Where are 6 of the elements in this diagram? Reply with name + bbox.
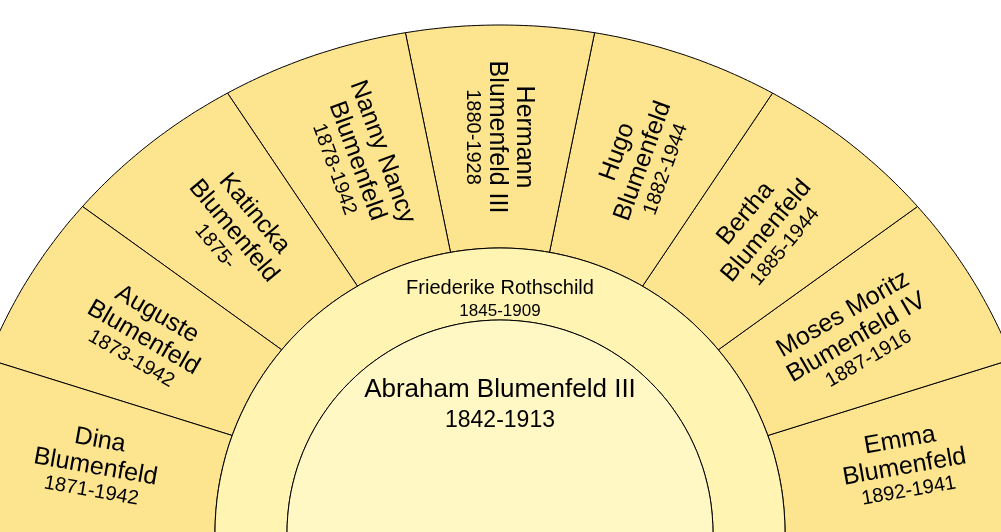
life-dates: 1845-1909 <box>459 300 541 322</box>
life-dates: 1880-1928 <box>462 88 487 185</box>
life-dates: 1842-1913 <box>445 404 555 434</box>
person-name: Hermann Blumenfeld III <box>486 59 539 215</box>
person-name: Abraham Blumenfeld III <box>364 372 636 405</box>
person-name: Friederike Rothschild <box>406 275 594 300</box>
